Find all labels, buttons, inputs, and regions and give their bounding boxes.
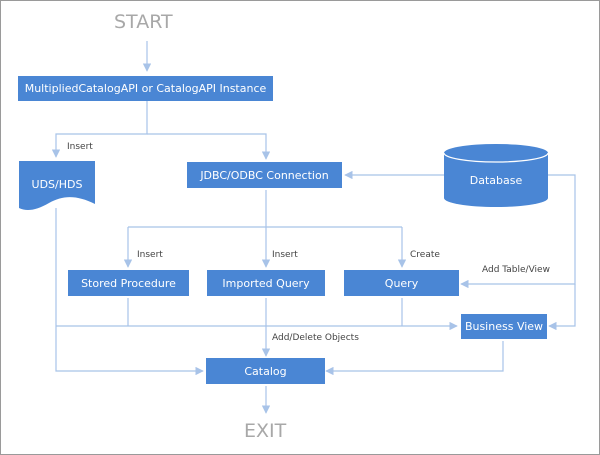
uds-hds-node: UDS/HDS <box>31 177 83 191</box>
edge-label-insert-stored-procedure: Insert <box>137 250 163 260</box>
uds-hds-document-shape <box>19 161 95 211</box>
edge-uds-to-catalog <box>55 208 204 376</box>
edge-api-to-uds <box>51 99 148 158</box>
start-terminal: START <box>114 11 173 33</box>
database-cylinder-shape <box>443 144 549 207</box>
jdbc-odbc-node: JDBC/ODBC Connection <box>187 162 342 188</box>
catalog-node: Catalog <box>206 358 325 384</box>
exit-terminal: EXIT <box>244 420 287 442</box>
edge-label-create-query: Create <box>410 250 440 260</box>
edge-api-to-jdbc <box>147 133 271 160</box>
api-instance-node: MultipliedCatalogAPI or CatalogAPI Insta… <box>18 76 273 101</box>
edge-label-insert-imported-query: Insert <box>272 250 298 260</box>
database-node: Database <box>469 173 523 187</box>
query-node: Query <box>344 270 459 296</box>
stored-procedure-node: Stored Procedure <box>68 270 189 296</box>
edge-business-view-to-catalog <box>325 341 504 376</box>
edge-label-add-table-view: Add Table/View <box>482 265 550 275</box>
edge-label-add-delete-objects: Add/Delete Objects <box>272 333 359 343</box>
imported-query-node: Imported Query <box>207 270 325 296</box>
edge-database-to-query <box>460 174 576 289</box>
business-view-node: Business View <box>461 314 547 339</box>
edge-database-to-business-view <box>548 284 576 331</box>
edge-label-insert-uds: Insert <box>67 142 93 152</box>
